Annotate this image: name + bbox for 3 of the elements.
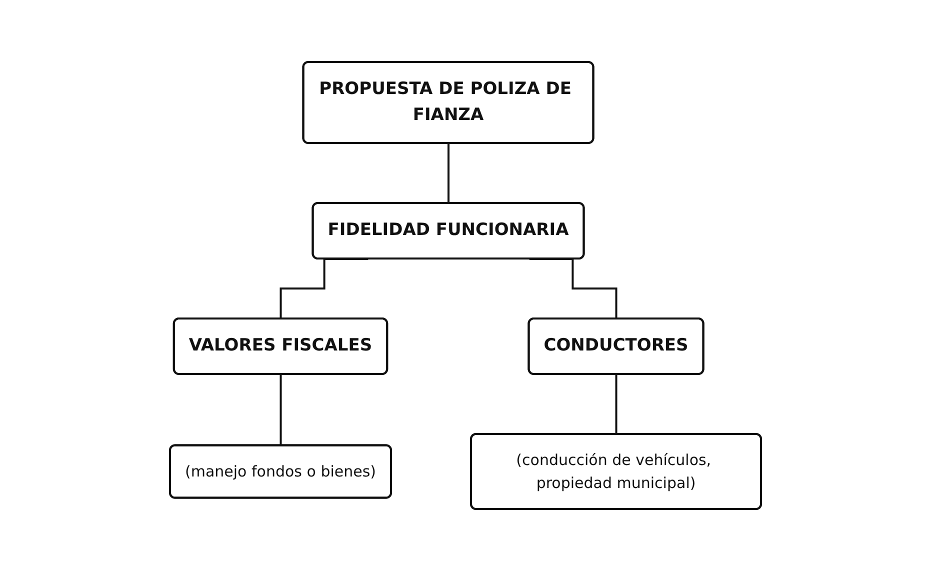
connector bbox=[448, 142, 450, 204]
connector bbox=[615, 374, 618, 436]
connector bbox=[280, 374, 282, 447]
